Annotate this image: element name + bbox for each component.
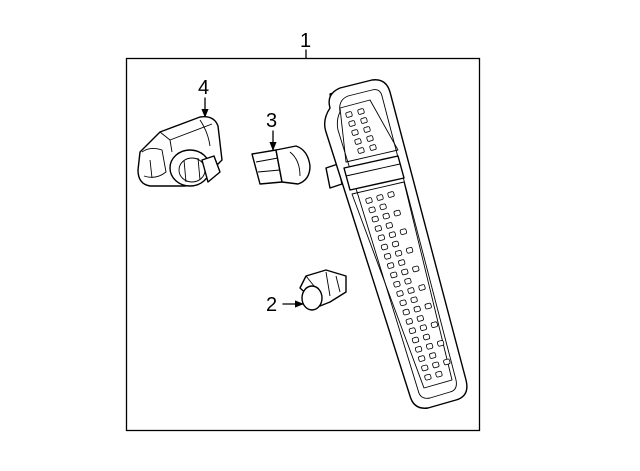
callout-1: 1 <box>300 30 311 52</box>
led-cell <box>379 203 387 211</box>
led-cell <box>357 147 365 154</box>
led-cell <box>413 305 421 313</box>
callout-2: 2 <box>266 294 277 316</box>
led-cell <box>435 370 443 378</box>
led-cell <box>430 321 439 328</box>
led-cell <box>388 231 397 238</box>
led-cell <box>348 120 356 127</box>
led-cell <box>414 346 423 353</box>
led-cell <box>416 315 424 322</box>
led-cell <box>363 126 371 133</box>
led-cell <box>366 135 374 142</box>
led-cell <box>394 250 403 257</box>
led-cell <box>396 290 404 297</box>
led-cell <box>374 225 382 232</box>
led-cell <box>429 352 437 359</box>
led-cell <box>380 243 389 251</box>
led-cell <box>393 209 401 217</box>
callout-4: 4 <box>198 77 209 99</box>
callout-3: 3 <box>266 110 277 132</box>
led-cell <box>393 280 401 288</box>
led-cell <box>411 336 420 344</box>
led-cell <box>383 253 392 260</box>
led-cell <box>398 259 406 266</box>
led-cell <box>399 228 408 235</box>
led-cell <box>425 343 434 350</box>
led-cell <box>410 296 418 304</box>
led-cell <box>345 111 353 118</box>
led-cell <box>377 234 386 241</box>
led-array <box>345 108 451 381</box>
bulb-part-3 <box>251 145 311 185</box>
led-cell <box>360 117 368 124</box>
led-cell <box>357 108 365 115</box>
led-cell <box>390 271 398 279</box>
led-cell <box>436 340 445 347</box>
led-cell <box>354 138 362 145</box>
diagram-frame <box>125 57 481 432</box>
led-cell <box>407 287 415 294</box>
led-cell <box>405 318 413 325</box>
led-cell <box>412 265 420 273</box>
led-cell <box>365 197 373 204</box>
led-cell <box>401 268 409 276</box>
led-cell <box>387 191 395 198</box>
led-cell <box>368 206 376 214</box>
led-cell <box>424 302 432 310</box>
led-cell <box>422 333 431 341</box>
led-cell <box>385 222 393 229</box>
led-cell <box>399 299 407 307</box>
led-cell <box>387 262 395 269</box>
led-cell <box>371 215 379 223</box>
led-cell <box>419 324 428 331</box>
led-cell <box>404 277 412 285</box>
led-cell <box>432 361 440 369</box>
led-cell <box>418 355 426 362</box>
led-cell <box>391 240 400 248</box>
led-cell <box>424 373 432 381</box>
led-cell <box>402 308 410 316</box>
led-cell <box>382 212 390 220</box>
led-cell <box>421 364 429 372</box>
led-cell <box>369 144 377 151</box>
led-cell <box>405 247 414 254</box>
led-cell <box>351 129 359 136</box>
led-cell <box>443 358 451 366</box>
led-cell <box>408 327 417 334</box>
led-cell <box>418 284 426 291</box>
socket-part-4 <box>137 116 223 187</box>
clip-part-2 <box>299 269 347 311</box>
led-cell <box>376 194 384 201</box>
